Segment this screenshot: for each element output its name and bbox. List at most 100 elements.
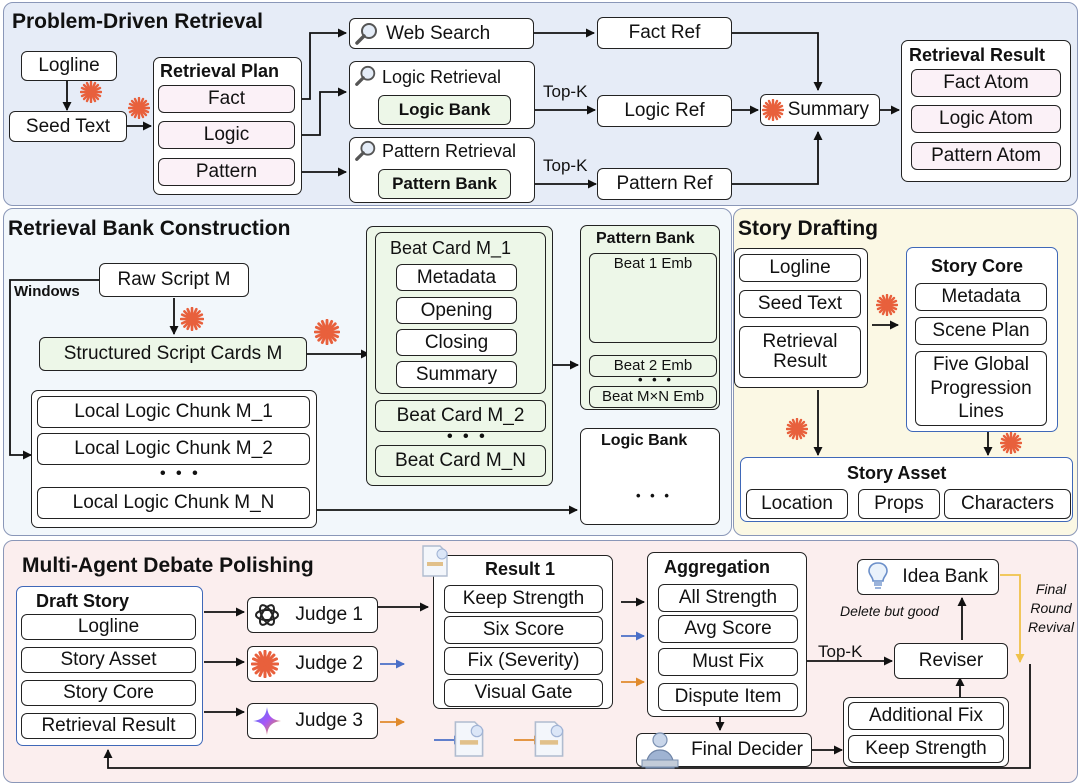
draft-item-retrieval-result: Retrieval Result <box>21 713 196 739</box>
draft-item-story-asset: Story Asset <box>21 647 196 673</box>
result-item-six-score: Six Score <box>444 616 603 644</box>
retrieval-result-title: Retrieval Result <box>909 45 1046 65</box>
pattern-bank-chip: Pattern Bank <box>378 169 511 199</box>
core-item-metadata: Metadata <box>915 283 1047 311</box>
agg-item-must-fix: Must Fix <box>658 648 798 676</box>
asset-item-location: Location <box>746 489 848 519</box>
logic-retrieval-label: Logic Retrieval <box>382 67 502 87</box>
logic-bank-chip: Logic Bank <box>378 95 511 125</box>
beat-field-metadata: Metadata <box>396 264 517 291</box>
beat-card-1-title: Beat Card M_1 <box>390 238 512 258</box>
starburst-icon <box>876 294 898 316</box>
plan-item-fact: Fact <box>158 85 295 113</box>
arrow-pattern-ref-to-summary <box>732 131 823 185</box>
search-icon <box>355 140 376 161</box>
arrow-logic-to-logic-retrieval <box>296 87 347 136</box>
starburst-icon <box>180 307 204 331</box>
asset-item-props: Props <box>858 489 940 519</box>
plan-item-pattern: Pattern <box>158 158 295 186</box>
madp-top-k-label: Top-K <box>818 642 863 661</box>
logic-bank-title: Logic Bank <box>601 432 688 449</box>
beatmn-emb-box: Beat M×N Emb <box>589 386 717 408</box>
section-title-sd: Story Drafting <box>738 217 879 240</box>
emb-dots: • • • <box>638 372 674 387</box>
chunk-item-2: Local Logic Chunk M_2 <box>37 433 310 465</box>
core-item-scene-plan: Scene Plan <box>915 317 1047 345</box>
windows-label: Windows <box>14 283 80 300</box>
story-core-title: Story Core <box>931 256 1024 276</box>
draft-item-story-core: Story Core <box>21 680 196 706</box>
result-item-visual-gate: Visual Gate <box>444 679 603 707</box>
arrow-fact-ref-to-summary <box>732 32 823 91</box>
openai-icon <box>255 604 279 626</box>
additional-fix-box: Additional Fix <box>848 702 1004 730</box>
judge-2-label: Judge 2 <box>295 653 363 675</box>
agg-item-all-strength: All Strength <box>658 584 798 612</box>
search-icon <box>355 65 376 86</box>
sd-logline-box: Logline <box>739 254 861 282</box>
chunk-dots: • • • <box>160 465 201 482</box>
document-icon <box>454 721 484 757</box>
pattern-bank-title: Pattern Bank <box>596 230 695 247</box>
beat-card-2-box: Beat Card M_2 <box>375 400 546 432</box>
retrieval-plan-title: Retrieval Plan <box>160 61 280 81</box>
delete-but-good-label: Delete but good <box>840 603 939 619</box>
starburst-icon <box>251 650 279 678</box>
result-1-title: Result 1 <box>485 559 556 579</box>
starburst-icon <box>786 418 808 440</box>
judge-1-box: Judge 1 <box>247 597 378 633</box>
chunk-item-n: Local Logic Chunk M_N <box>37 487 310 519</box>
story-asset-title: Story Asset <box>847 463 947 483</box>
plan-item-logic: Logic <box>158 121 295 149</box>
web-search-label: Web Search <box>386 22 491 44</box>
result-item-keep-strength: Keep Strength <box>444 585 603 613</box>
idea-bank-label: Idea Bank <box>902 566 988 588</box>
beat-field-summary: Summary <box>396 361 517 388</box>
search-icon <box>355 23 377 45</box>
beat2-emb-box: Beat 2 Emb <box>589 355 717 377</box>
result-item-pattern-atom: Pattern Atom <box>911 142 1061 170</box>
arrow-fact-to-web <box>296 28 347 100</box>
beat-dots: • • • <box>447 428 488 445</box>
judge-3-label: Judge 3 <box>295 710 363 732</box>
logic-dots: • • • <box>636 488 672 503</box>
starburst-icon <box>762 99 784 121</box>
result-item-fact-atom: Fact Atom <box>911 69 1061 97</box>
draft-item-logline: Logline <box>21 614 196 640</box>
judge-person-icon <box>641 732 679 769</box>
pdr-logline-box: Logline <box>21 51 117 81</box>
arrow-windows-to-chunks <box>9 279 99 460</box>
reviser-box: Reviser <box>894 643 1008 679</box>
summary-label: Summary <box>787 99 869 121</box>
fact-ref-box: Fact Ref <box>597 17 732 49</box>
aggregation-title: Aggregation <box>664 557 770 577</box>
final-decider-label: Final Decider <box>691 739 803 761</box>
agg-item-dispute-item: Dispute Item <box>658 683 798 711</box>
draft-story-title: Draft Story <box>36 591 130 611</box>
pattern-retrieval-label: Pattern Retrieval <box>382 141 517 161</box>
pattern-ref-box: Pattern Ref <box>597 168 732 200</box>
sd-retrieval-result-box: Retrieval Result <box>739 326 861 378</box>
arrow-feedback-loop <box>103 664 1031 769</box>
top-k-label-2: Top-K <box>543 156 588 175</box>
beat-field-opening: Opening <box>396 297 517 324</box>
judge-1-label: Judge 1 <box>295 604 363 626</box>
keep-strength-box: Keep Strength <box>848 735 1004 763</box>
starburst-icon <box>314 319 340 345</box>
final-round-revival-label: Final Round Revival <box>1028 581 1074 635</box>
web-search-box: Web Search <box>349 18 534 49</box>
asset-item-characters: Characters <box>944 489 1071 519</box>
pdr-seed-text-box: Seed Text <box>9 111 127 142</box>
sd-seed-text-box: Seed Text <box>739 290 861 318</box>
beat-field-closing: Closing <box>396 329 517 356</box>
beat1-emb-label: Beat 1 Emb <box>613 255 693 272</box>
starburst-icon <box>1000 432 1022 454</box>
raw-script-box: Raw Script M <box>99 263 249 297</box>
result-item-fix-severity: Fix (Severity) <box>444 647 603 675</box>
agg-item-avg-score: Avg Score <box>658 615 798 643</box>
section-title-rbc: Retrieval Bank Construction <box>8 217 291 240</box>
chunk-item-1: Local Logic Chunk M_1 <box>37 396 310 428</box>
section-title-pdr: Problem-Driven Retrieval <box>12 10 263 33</box>
gemini-icon <box>253 707 281 735</box>
